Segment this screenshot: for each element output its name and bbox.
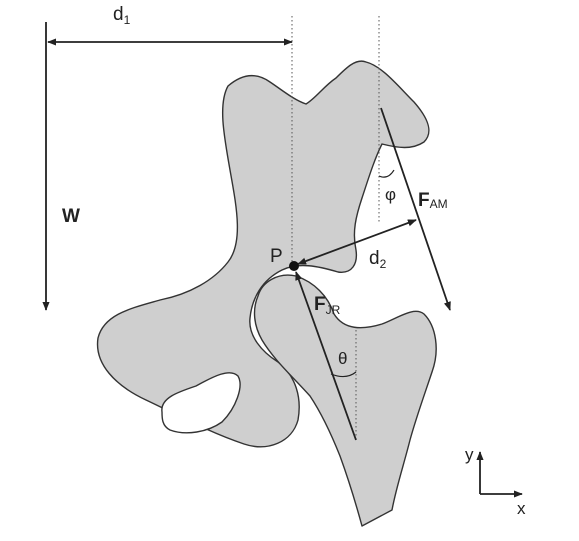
x-axis-label: x bbox=[517, 499, 526, 518]
phi-angle-arc bbox=[378, 169, 395, 178]
w-label: W bbox=[62, 206, 80, 227]
f-am-label: FAM bbox=[418, 190, 448, 211]
d2-label: d2 bbox=[369, 248, 387, 271]
p-label: P bbox=[270, 246, 283, 267]
f-jr-label: FJR bbox=[314, 294, 341, 317]
theta-angle-arc bbox=[330, 371, 357, 378]
f-jr-arrow bbox=[295, 271, 357, 441]
theta-label: θ bbox=[338, 349, 347, 368]
obturator-foramen bbox=[161, 372, 241, 434]
pelvis-bone bbox=[96, 60, 430, 448]
phi-label: φ bbox=[385, 185, 396, 204]
pivot-point bbox=[289, 261, 299, 271]
f-am-arrow bbox=[380, 107, 451, 311]
femur-bone bbox=[253, 274, 437, 527]
y-axis-label: y bbox=[465, 445, 474, 464]
d1-label: d1 bbox=[113, 4, 131, 27]
d2-dimension-arrow bbox=[297, 219, 417, 265]
